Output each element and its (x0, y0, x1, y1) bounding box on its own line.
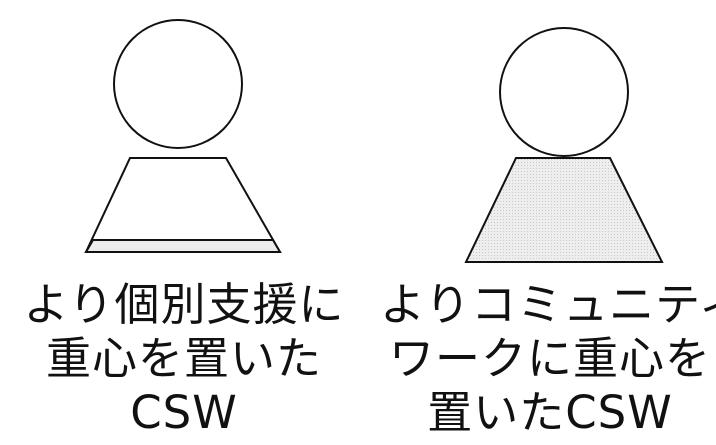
person-base-band (84, 239, 282, 253)
person-head-circle (499, 27, 629, 157)
person-body-triangle-shaded (464, 157, 664, 263)
caption-line: よりコミュニティ (380, 278, 716, 331)
person-body-triangle (84, 157, 282, 253)
caption-line: 置いたCSW (427, 386, 673, 439)
person-head-circle (113, 19, 243, 149)
person-icon-community (464, 27, 664, 263)
person-icon-individual (84, 19, 282, 253)
caption-line: CSW (130, 386, 238, 439)
caption-individual-support: より個別支援に 重心を置いた CSW (14, 278, 354, 440)
caption-line: 重心を置いた (45, 332, 322, 385)
figure-individual-support: より個別支援に 重心を置いた CSW (14, 0, 354, 445)
caption-line: より個別支援に (23, 278, 345, 331)
caption-community-work: よりコミュニティ ワークに重心を 置いたCSW (380, 278, 716, 440)
figure-community-work: よりコミュニティ ワークに重心を 置いたCSW (380, 0, 716, 445)
caption-line: ワークに重心を (388, 332, 711, 385)
